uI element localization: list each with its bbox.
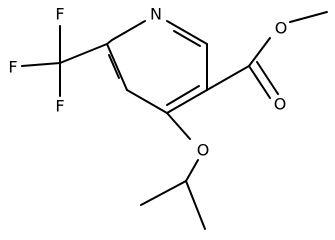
bond-c3-c2-inner bbox=[108, 54, 120, 79]
bond-c5-c4-inner bbox=[166, 85, 200, 106]
bond-c4-c3 bbox=[126, 89, 168, 114]
bond-carbonyl-o-double-b bbox=[256, 61, 279, 95]
bond-carbonyl-o-double-a bbox=[248, 65, 271, 99]
isopropoxy-group bbox=[140, 112, 206, 230]
carbonyl-oxygen-label: O bbox=[274, 95, 287, 114]
pyridine-ring bbox=[106, 20, 208, 114]
bond-c2-n-link bbox=[106, 39, 113, 45]
ring-nitrogen-label: N bbox=[150, 5, 162, 24]
bond-c4-ether-o bbox=[166, 112, 191, 140]
trifluoromethyl-group bbox=[21, 25, 108, 97]
methyl-ester-group bbox=[206, 11, 328, 99]
bond-ch-methyl-left bbox=[140, 180, 187, 206]
bond-ether-o-ch bbox=[185, 159, 199, 182]
fluorine-bottom-label: F bbox=[55, 97, 64, 116]
bond-ester-o-methyl bbox=[289, 11, 328, 23]
bond-c-f-left bbox=[21, 62, 61, 67]
bond-n-c6-inner bbox=[173, 30, 201, 47]
bond-c2-cf3 bbox=[59, 43, 108, 64]
bond-n-c6 bbox=[166, 20, 208, 45]
bond-c5-carbonyl bbox=[206, 65, 250, 91]
ether-oxygen-label: O bbox=[197, 141, 210, 160]
bond-n-c2 bbox=[111, 20, 146, 41]
bond-carbonyl-ester-o bbox=[248, 37, 271, 67]
fluorine-top-label: F bbox=[55, 5, 64, 24]
bond-c5-c4 bbox=[166, 89, 208, 114]
bond-ch-methyl-right bbox=[185, 180, 206, 230]
bond-c3-c2 bbox=[106, 43, 128, 91]
fluorine-left-label: F bbox=[8, 58, 17, 77]
ester-oxygen-label: O bbox=[275, 19, 288, 38]
